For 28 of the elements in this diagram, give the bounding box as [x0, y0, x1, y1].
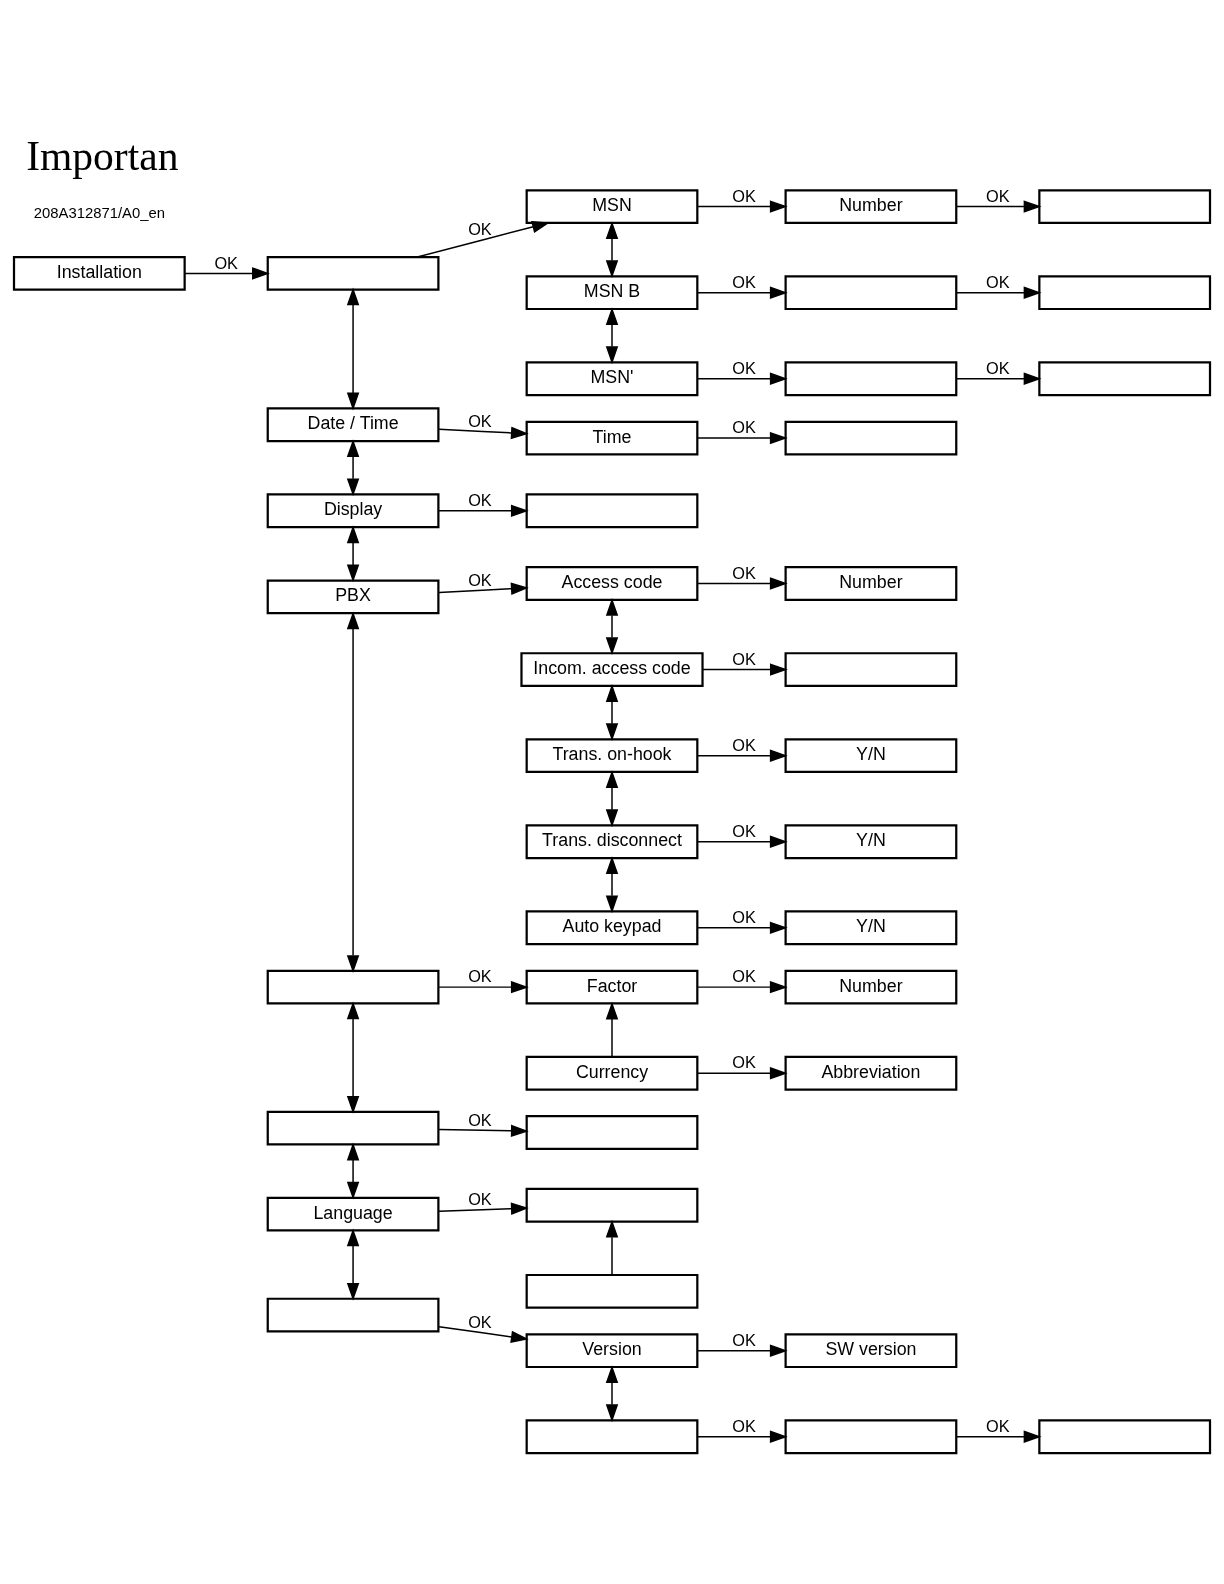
edge-label: OK: [732, 563, 756, 582]
edge-label: OK: [732, 1330, 756, 1349]
edge-label: OK: [214, 253, 238, 272]
edge-label: OK: [468, 491, 492, 510]
edge-label: OK: [986, 1416, 1010, 1435]
edge-label: OK: [732, 908, 756, 927]
edge-label: OK: [468, 571, 492, 590]
edge-label: OK: [732, 418, 756, 437]
edge-label: OK: [732, 1053, 756, 1072]
edge-label: OK: [732, 186, 756, 205]
edge-label: OK: [732, 358, 756, 377]
edge-label: OK: [468, 1111, 492, 1130]
label: 208A312871/A0_en: [33, 204, 165, 221]
edge-label: OK: [468, 1189, 492, 1208]
edge-label: OK: [986, 272, 1010, 291]
edge-label: OK: [732, 272, 756, 291]
diagram-title: Importan: [26, 133, 179, 180]
edge-label: OK: [732, 649, 756, 668]
edge-label: OK: [468, 412, 492, 431]
edge-label: OK: [732, 1416, 756, 1435]
edge-label: OK: [468, 219, 492, 238]
edge-label: OK: [732, 821, 756, 840]
edge-label: OK: [468, 967, 492, 986]
edge-label: OK: [986, 358, 1010, 377]
edge-label: OK: [468, 1313, 492, 1332]
edge-label: OK: [732, 967, 756, 986]
edge-label: OK: [986, 186, 1010, 205]
edge-label: OK: [732, 735, 756, 754]
